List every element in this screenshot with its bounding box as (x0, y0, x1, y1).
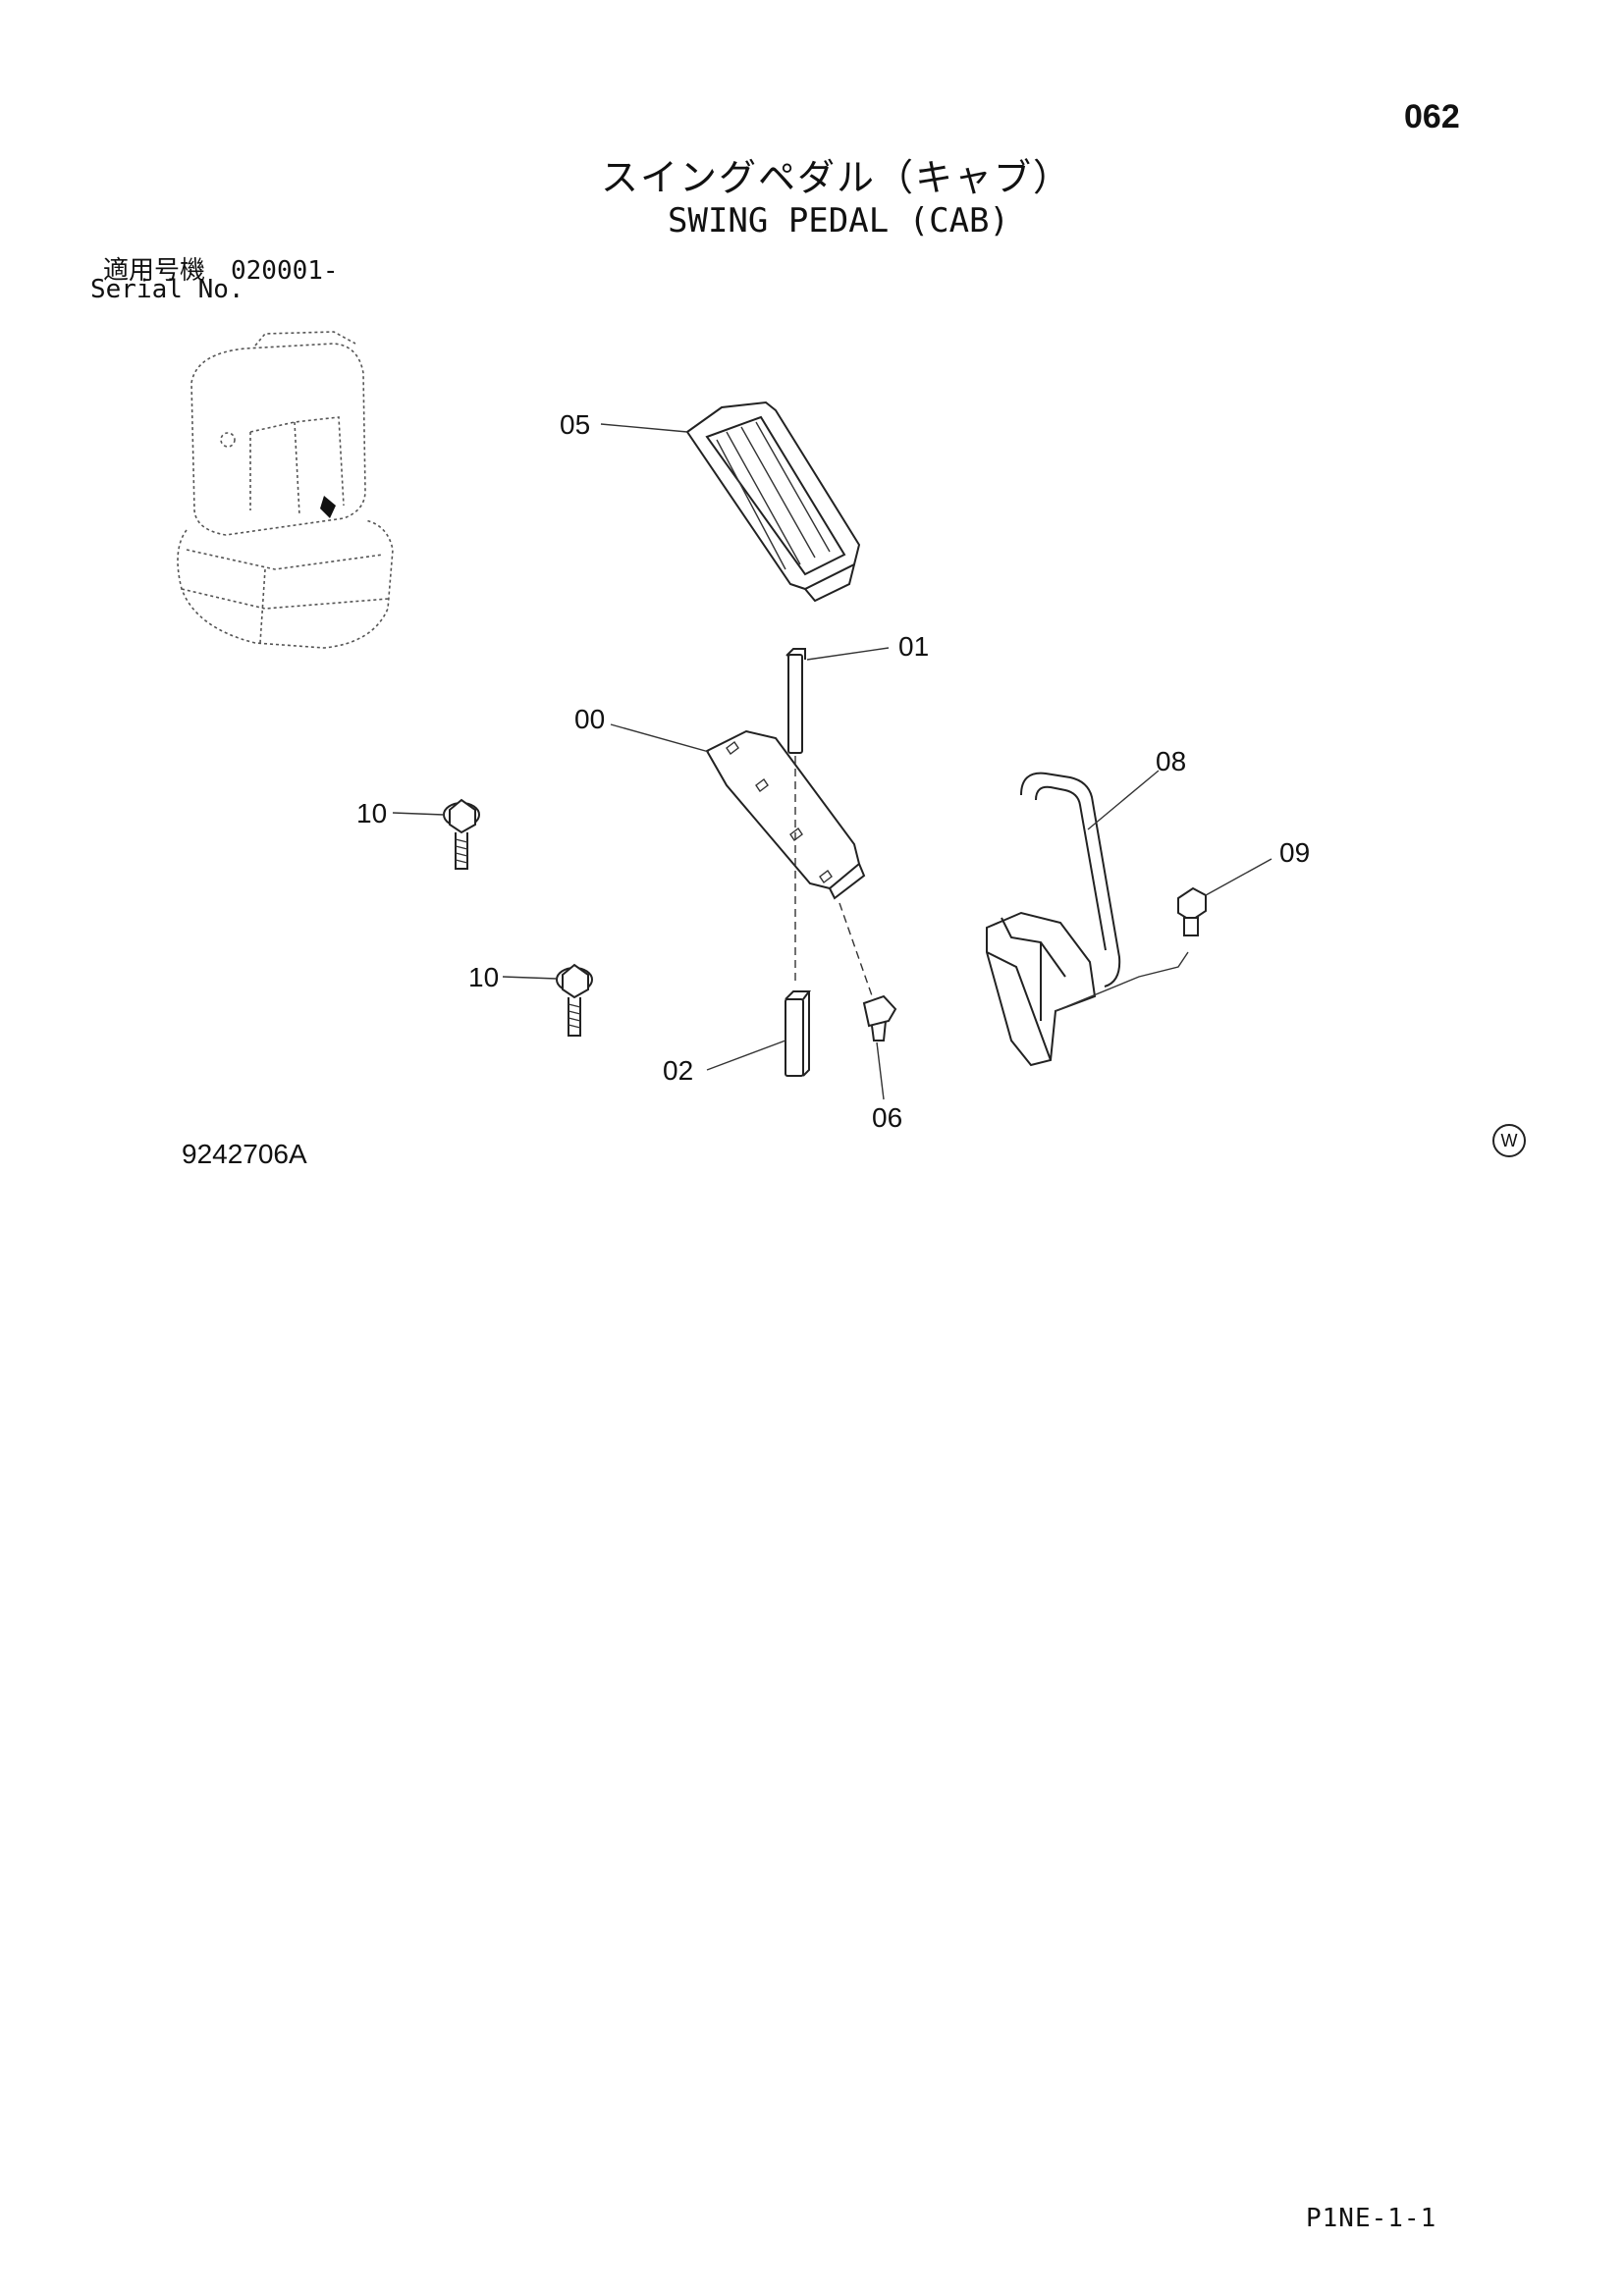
serial-label-japanese: 適用号機 020001- (103, 256, 339, 286)
page-code: P1NE-1-1 (1306, 2204, 1437, 2233)
w-mark-symbol: W (1492, 1124, 1526, 1157)
title-english: SWING PEDAL (CAB) (668, 201, 1009, 240)
excavator-cab-illustration (177, 331, 394, 649)
part-label-01: 01 (898, 631, 929, 662)
part-label-10-upper: 10 (356, 798, 387, 828)
part-label-09: 09 (1279, 837, 1310, 868)
part-05-pedal-pad (685, 400, 861, 603)
part-label-08: 08 (1156, 746, 1186, 776)
part-10-screw-lower (556, 963, 593, 1037)
page-number: 062 (1404, 98, 1460, 135)
serial-label-english: Serial No. (90, 275, 244, 304)
part-02-pin (785, 990, 811, 1077)
title-japanese: スイングペダル（キャブ） (601, 156, 1073, 199)
part-01-pin (785, 648, 806, 754)
part-label-05: 05 (560, 409, 590, 440)
part-09-bolt (1177, 886, 1207, 936)
leader-lines (392, 423, 1272, 1100)
part-label-02: 02 (663, 1055, 693, 1086)
part-label-06: 06 (872, 1102, 902, 1133)
part-10-screw-upper (443, 798, 480, 870)
part-06-clip (862, 994, 897, 1041)
drawing-number: 9242706A (182, 1139, 307, 1169)
part-label-10-lower: 10 (468, 962, 499, 992)
part-label-00: 00 (574, 704, 605, 734)
part-00-bracket (705, 729, 866, 900)
part-08-cover (986, 772, 1189, 1067)
